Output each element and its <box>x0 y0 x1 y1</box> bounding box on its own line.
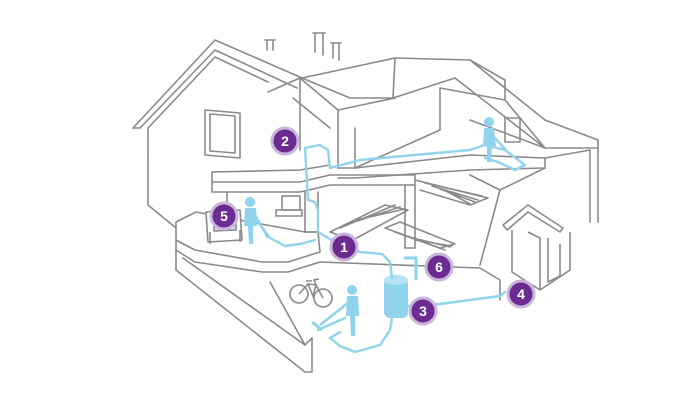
marker-2[interactable]: 2 <box>270 126 300 156</box>
marker-6-label: 6 <box>435 259 443 275</box>
roof-left <box>132 39 396 129</box>
window-right <box>504 117 521 143</box>
people-group <box>244 117 507 336</box>
television-icon <box>275 195 303 217</box>
markers-layer: 1 2 3 4 5 6 <box>209 126 536 326</box>
marker-4-label: 4 <box>517 286 525 302</box>
marker-1-label: 1 <box>340 239 348 255</box>
central-vacuum-unit-icon <box>384 256 418 318</box>
marker-1[interactable]: 1 <box>329 232 359 262</box>
roof-right <box>394 57 599 141</box>
chimney-right-icon <box>330 42 342 61</box>
person-vacuuming-icon <box>483 117 507 162</box>
house-outline <box>132 32 599 373</box>
marker-5-label: 5 <box>220 208 228 224</box>
person-vacuuming-icon <box>244 197 270 244</box>
window-left <box>204 109 241 159</box>
upper-floor <box>337 154 546 179</box>
marker-3-label: 3 <box>419 303 427 319</box>
marker-6[interactable]: 6 <box>424 252 454 282</box>
marker-4[interactable]: 4 <box>506 279 536 309</box>
person-vacuuming-icon <box>311 285 359 336</box>
chimney-left-icon <box>264 39 276 51</box>
marker-2-label: 2 <box>281 133 289 149</box>
middle-floor <box>211 171 416 193</box>
bicycle-icon <box>289 278 333 308</box>
doghouse-icon <box>502 204 571 291</box>
marker-3[interactable]: 3 <box>408 296 438 326</box>
chimney-center-icon <box>312 32 326 56</box>
marker-5[interactable]: 5 <box>209 201 239 231</box>
